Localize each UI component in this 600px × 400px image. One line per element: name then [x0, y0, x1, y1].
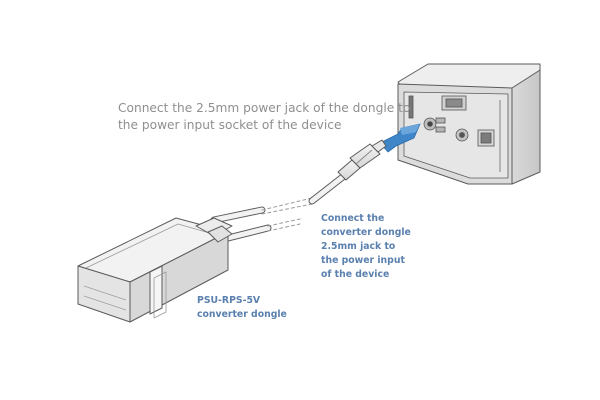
- device-chassis: [397, 63, 541, 185]
- power-jack-plug: [337, 139, 387, 181]
- jack-callout-line: converter dongle: [321, 227, 411, 238]
- jack-callout-line: the power input: [321, 255, 405, 266]
- jack-callout-line: of the device: [321, 269, 390, 280]
- jack-callout-line: Connect the: [321, 213, 385, 224]
- jack-callout-line: 2.5mm jack to: [321, 241, 396, 252]
- power-cable: [210, 172, 348, 244]
- dongle-model: PSU-RPS-5V: [197, 295, 261, 306]
- dongle-label: PSU-RPS-5V converter dongle: [197, 294, 287, 322]
- instruction-line-2: the power input socket of the device: [118, 118, 342, 132]
- device-ports: [408, 95, 501, 172]
- right-arrow-icon: [379, 123, 421, 153]
- dongle-description: converter dongle: [197, 309, 287, 320]
- instruction-text: Connect the 2.5mm power jack of the dong…: [118, 100, 418, 134]
- converter-dongle: [77, 217, 233, 323]
- jack-callout: Connect the converter dongle 2.5mm jack …: [321, 212, 411, 282]
- instruction-line-1: Connect the 2.5mm power jack of the dong…: [118, 101, 411, 115]
